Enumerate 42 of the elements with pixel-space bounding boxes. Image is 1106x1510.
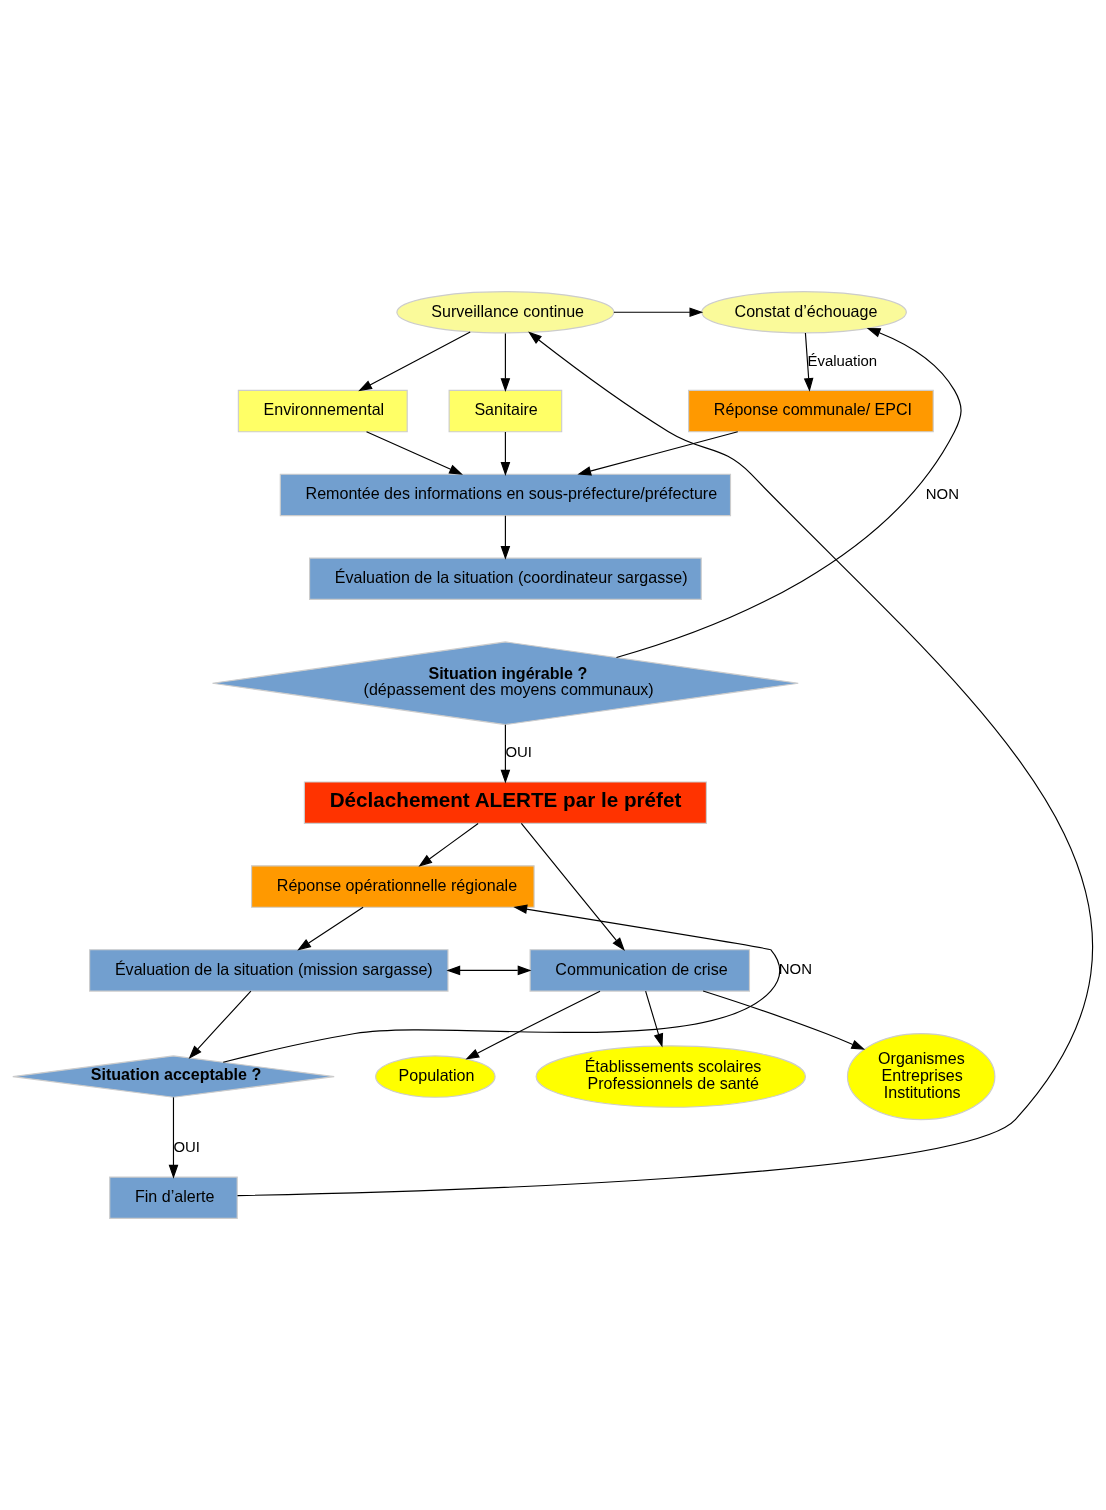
node-box: Environnemental bbox=[237, 389, 408, 433]
arrow bbox=[500, 515, 511, 560]
edge-label: OUI bbox=[505, 743, 532, 761]
arrow bbox=[465, 990, 601, 1060]
arrow bbox=[297, 906, 364, 951]
arrow bbox=[520, 822, 625, 951]
arrow bbox=[188, 990, 252, 1059]
node-box: Évaluation de la situation (coordinateur sargasse) bbox=[309, 557, 702, 600]
arrow bbox=[803, 332, 814, 392]
arrow bbox=[446, 965, 532, 976]
node-box: Remontée des informations en sous-préfecture/préfecture bbox=[279, 473, 732, 517]
node-box: Évaluation de la situation (mission sargasse) bbox=[89, 949, 449, 992]
arrow bbox=[418, 823, 479, 867]
edge-label: Évaluation bbox=[807, 351, 878, 369]
node-diamond: Situation acceptable ? bbox=[12, 1055, 335, 1098]
node-ellipse: Constat d’échouage bbox=[701, 291, 907, 334]
arrow bbox=[577, 431, 739, 476]
node-box: Réponse communale/ EPCI bbox=[688, 389, 934, 433]
node-box: Réponse opérationnelle régionale bbox=[251, 865, 535, 908]
node-box: Déclachement ALERTE par le préfet bbox=[303, 781, 707, 824]
arrow bbox=[613, 307, 704, 318]
arrow bbox=[702, 990, 866, 1050]
arrow bbox=[500, 724, 511, 784]
edge-label: OUI bbox=[173, 1138, 200, 1156]
node-ellipse: Établissements scolaires Professionnels de santé bbox=[535, 1045, 807, 1108]
node-diamond: Situation ingérable ? (dépassement des moyens communaux) bbox=[211, 641, 799, 726]
edge-label: NON bbox=[778, 960, 812, 978]
arrow bbox=[365, 431, 463, 475]
node-ellipse: Surveillance continue bbox=[396, 291, 615, 334]
node-box: Fin d’alerte bbox=[109, 1176, 238, 1219]
edge-label: NON bbox=[925, 484, 959, 502]
arrow bbox=[615, 327, 962, 659]
node-ellipse: Population bbox=[375, 1055, 496, 1098]
node-box: Sanitaire bbox=[448, 389, 563, 433]
node-box: Communication de crise bbox=[529, 949, 751, 992]
arrow bbox=[168, 1096, 179, 1179]
arrow bbox=[222, 904, 781, 1063]
arrow bbox=[645, 990, 664, 1048]
node-ellipse: Organismes Entreprises Institutions bbox=[846, 1033, 996, 1121]
arrow bbox=[358, 331, 471, 392]
arrow bbox=[500, 332, 511, 392]
arrow bbox=[500, 431, 511, 476]
